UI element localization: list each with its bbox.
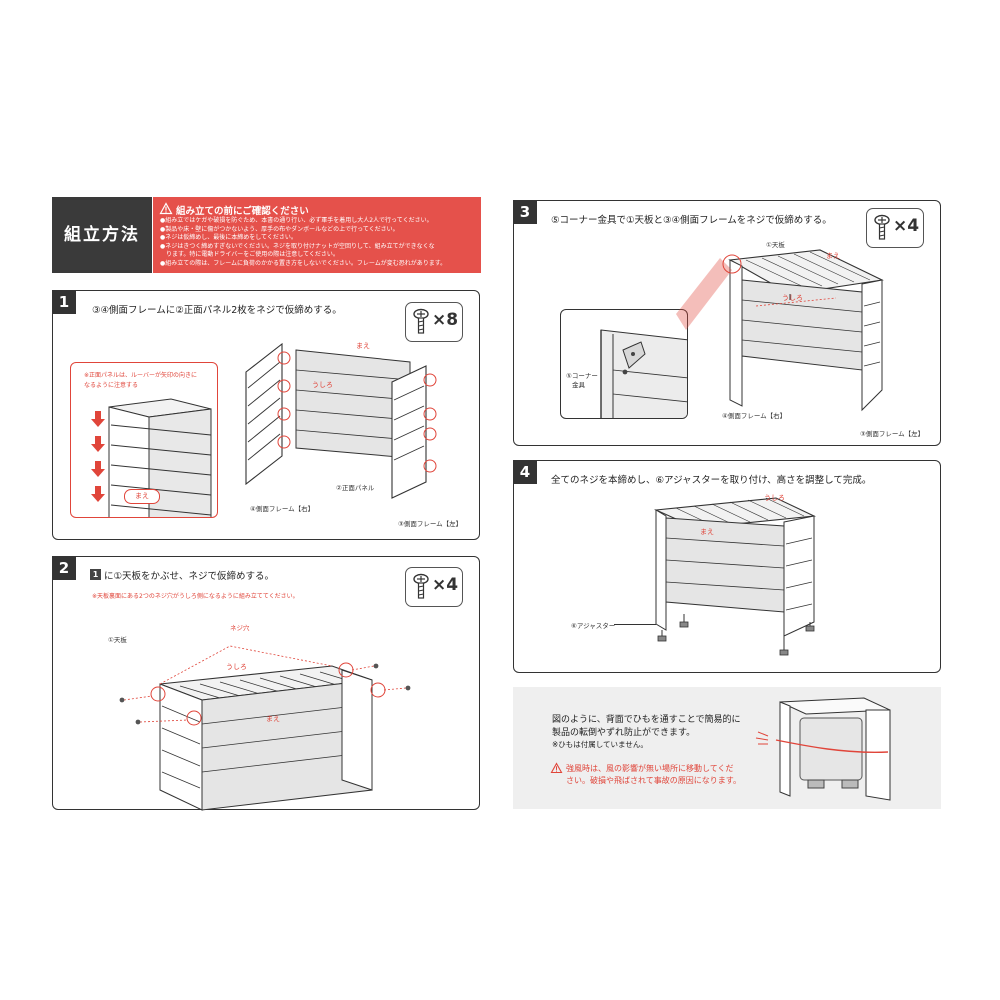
caution-line: ●組み立ての際は、フレームに負荷のかかる置き方をしないでください。フレームが変む… [160, 259, 447, 267]
label-screw-hole: ネジ穴 [230, 624, 250, 632]
label-corner-bracket-2: 金具 [572, 381, 585, 389]
screw-count-box: ×4 [866, 208, 924, 248]
caution-line: ります。特に電動ドライバーをご使用の際は注意してください。 [160, 251, 339, 258]
step-4-finished-illustration [653, 497, 817, 656]
louver-detail-inset [70, 362, 218, 518]
step-1-assembly-illustration [245, 342, 437, 499]
step-2-note: ※天板裏面にある2つのネジ穴がうしろ側になるように組み立ててください。 [92, 593, 299, 600]
label-front-panel: ②正面パネル [336, 484, 375, 492]
louver-note-line1: ※正面パネルは、ルーバーが矢印の向きに [84, 372, 197, 379]
step-1-number: 1 [52, 290, 76, 314]
step-1-instruction: ③④側面フレームに②正面パネル2枚をネジで仮締めする。 [92, 305, 342, 316]
caution-title: 組み立ての前にご確認ください [176, 206, 309, 217]
label-mae: まえ [356, 342, 370, 350]
louver-detail-illustration [108, 398, 212, 517]
label-mae: まえ [266, 715, 280, 723]
label-left-frame: ③側面フレーム【左】 [398, 520, 463, 528]
caution-list: ●組み立ではケガや破損を防ぐため、本書の通り行い、必ず軍手を着用し大人2人で行っ… [160, 217, 478, 268]
corner-bracket-inset [560, 309, 688, 419]
louver-note-line2: なるように注意する [84, 382, 139, 389]
label-mae: まえ [700, 528, 714, 536]
step-3-number: 3 [513, 200, 537, 224]
step-4-instruction: 全てのネジを本締めし、⑥アジャスターを取り付け、高さを調整して完成。 [551, 475, 872, 486]
step-3-instruction: ⑤コーナー金具で①天板と③④側面フレームをネジで仮締めする。 [551, 215, 832, 226]
screw-icon [413, 573, 429, 599]
adjuster-leader-line [614, 624, 656, 625]
label-adjuster: ⑥アジャスター [571, 622, 616, 630]
tip-warning-line2: さい。破損や飛ばされて事故の原因になります。 [566, 776, 741, 785]
screw-count: ×4 [432, 575, 459, 595]
tip-warning-line1: 強風時は、風の影響が無い場所に移動してくだ [566, 764, 734, 773]
step-ref-badge: 1 [90, 569, 101, 580]
screw-icon [874, 214, 890, 240]
label-right-frame: ④側面フレーム【右】 [722, 412, 787, 420]
header-title-block [52, 197, 152, 273]
screw-icon [413, 308, 429, 334]
screw-count-box: ×8 [405, 302, 463, 342]
label-left-frame: ③側面フレーム【左】 [860, 430, 925, 438]
direction-arrow-icon [91, 411, 105, 502]
label-top-board: ①天板 [108, 636, 127, 644]
warning-icon [159, 202, 173, 215]
warning-icon [550, 762, 563, 774]
tip-tie-illustration [755, 697, 891, 801]
screw-count: ×4 [893, 216, 920, 236]
label-ushiro: うしろ [782, 294, 803, 302]
page-title: 組立方法 [64, 225, 140, 245]
tip-line2: 製品の転倒やずれ防止ができます。 [552, 728, 696, 738]
step-2-assembly-illustration [119, 645, 411, 811]
step-2-number: 2 [52, 556, 76, 580]
caution-panel [153, 197, 481, 273]
step-2-instruction: に①天板をかぶせ、ネジで仮締めする。 [104, 571, 275, 582]
caution-line: ●製品や床・壁に傷がつかないよう、厚手の布やダンボールなどの上で行ってください。 [160, 225, 399, 233]
label-top-board: ①天板 [766, 241, 785, 249]
tip-line1: 図のように、背面でひもを通すことで簡易的に [552, 715, 741, 725]
step-3-assembly-illustration [676, 249, 884, 412]
label-ushiro: うしろ [226, 663, 247, 671]
label-ushiro: うしろ [764, 494, 785, 502]
label-ushiro: うしろ [312, 381, 333, 389]
label-corner-bracket-1: ⑤コーナー [566, 372, 598, 380]
label-mae: まえ [826, 252, 840, 260]
label-right-frame: ④側面フレーム【右】 [250, 505, 315, 513]
caution-line: ●ネジはきつく締めすぎないでください。ネジを取り付けナットが空回りして、組み立て… [160, 242, 435, 250]
caution-line: ●組み立ではケガや破損を防ぐため、本書の通り行い、必ず軍手を着用し大人2人で行っ… [160, 217, 433, 224]
mae-tag: まえ [124, 489, 160, 504]
step-4-number: 4 [513, 460, 537, 484]
screw-count-box: ×4 [405, 567, 463, 607]
corner-bracket-detail [600, 329, 687, 418]
screw-count: ×8 [432, 310, 459, 330]
tip-line3: ※ひもは付属していません。 [552, 740, 648, 749]
caution-line: ●ネジは仮締めし、最後に本締めをしてください。 [160, 234, 297, 241]
